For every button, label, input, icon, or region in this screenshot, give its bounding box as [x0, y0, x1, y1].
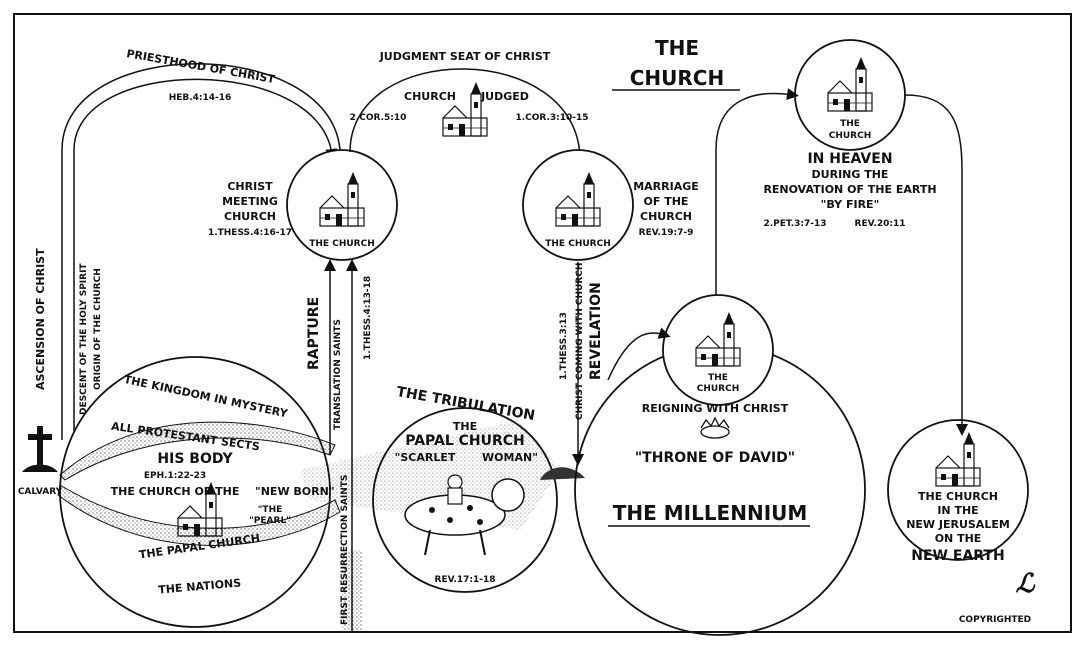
thess4-label: 1.THESS.4:13-18	[363, 276, 373, 360]
trib-the: THE	[453, 420, 477, 433]
christ-meeting-2: MEETING	[222, 195, 278, 208]
the-pearl-2: "PEARL"	[249, 516, 291, 526]
nj-church-icon	[935, 431, 981, 487]
copyrighted-label: COPYRIGHTED	[959, 615, 1031, 625]
in-heaven: IN HEAVEN	[807, 151, 892, 167]
nj-2: IN THE	[937, 504, 978, 517]
renovation: RENOVATION OF THE EARTH	[763, 183, 936, 196]
heaven-church-2: CHURCH	[829, 131, 872, 141]
church-of-the: THE CHURCH OF THE	[111, 485, 240, 498]
tribulation-circle	[372, 407, 558, 593]
reigning-label: REIGNING WITH CHRIST	[642, 402, 789, 415]
mill-the: THE	[708, 373, 728, 383]
new-born: "NEW BORN"	[255, 485, 335, 498]
woman-label: WOMAN"	[482, 451, 538, 464]
cross-icon	[37, 426, 43, 466]
marriage-2: OF THE	[644, 195, 689, 208]
protestant-band	[59, 421, 336, 481]
papal-band	[57, 484, 341, 546]
ascension-label: ASCENSION OF CHRIST	[34, 248, 47, 390]
during-the: DURING THE	[812, 168, 889, 181]
frame	[13, 13, 1072, 633]
church-judged-2: JUDGED	[480, 90, 529, 103]
marriage-3: CHURCH	[640, 210, 692, 223]
eph-ref: EPH.1:22-23	[144, 471, 206, 481]
new-jerusalem-circle	[887, 419, 1029, 561]
translation-label: TRANSLATION SAINTS	[333, 319, 343, 430]
descent-arrow	[73, 78, 338, 455]
christ-meeting-1: CHRIST	[227, 180, 273, 193]
christ-meeting-3: CHURCH	[224, 210, 276, 223]
nj-1: THE CHURCH	[918, 490, 998, 503]
to-new-earth-arrow	[904, 94, 968, 436]
beast-icon	[404, 474, 525, 556]
resurrection-label: FIRST RESURRECTION SAINTS	[340, 475, 350, 625]
scarlet-label: "SCARLET	[395, 451, 456, 464]
priesthood-label: PRIESTHOOD OF CHRIST	[125, 47, 276, 86]
to-heaven-arrow	[715, 88, 799, 295]
judged-ref-left: 2.COR.5:10	[350, 113, 407, 123]
nj-3: NEW JERUSALEM	[906, 518, 1010, 531]
revelation-label: REVELATION	[588, 282, 604, 380]
title-line1: THE	[655, 36, 699, 60]
mill-church: CHURCH	[697, 384, 740, 394]
marriage-circle	[522, 149, 634, 261]
priesthood-arc	[61, 63, 341, 440]
rev17-label: REV.17:1-18	[435, 575, 496, 585]
heaven-ref-1: 2.PET.3:7-13	[764, 219, 827, 229]
thess3-label: 1.THESS.3:13	[559, 312, 569, 380]
hill-icon	[22, 464, 58, 472]
tribulation-label: THE TRIBULATION	[395, 384, 536, 424]
millennium-label: THE MILLENNIUM	[613, 501, 808, 525]
by-fire: "BY FIRE"	[821, 198, 880, 211]
origin-label: ORIGIN OF THE CHURCH	[93, 268, 103, 390]
christ-meeting-circle	[286, 149, 398, 261]
christ-coming-label: CHRIST COMING WITH CHURCH	[575, 263, 585, 420]
to-reign-arrow	[607, 327, 671, 381]
rapture-label: RAPTURE	[306, 297, 322, 370]
marriage-ref: REV.19:7-9	[639, 228, 694, 238]
church-label-2: THE CHURCH	[545, 239, 610, 249]
heaven-ref-2: REV.20:11	[855, 219, 906, 229]
his-body: HIS BODY	[157, 451, 233, 467]
descent-label: DESCENT OF THE HOLY SPIRIT	[79, 263, 89, 415]
monogram-icon: ℒ	[1016, 569, 1036, 599]
the-pearl-1: "THE	[258, 505, 283, 515]
judged-ref-right: 1.COR.3:10-15	[515, 113, 588, 123]
church-label-1: THE CHURCH	[309, 239, 374, 249]
throne-label: "THRONE OF DAVID"	[635, 450, 795, 466]
priesthood-ref: HEB.4:14-16	[169, 93, 232, 103]
resurrection-dots	[342, 550, 362, 632]
cross-beam	[28, 434, 52, 440]
papal-church-label: PAPAL CHURCH	[405, 433, 525, 449]
christ-meeting-ref: 1.THESS.4:16-17	[208, 228, 292, 238]
title-line2: CHURCH	[630, 66, 724, 90]
calvary-label: CALVARY	[18, 487, 63, 497]
marriage-1: MARRIAGE	[633, 180, 699, 193]
judgment-arc	[349, 68, 586, 166]
church-judged-1: CHURCH	[404, 90, 456, 103]
reigning-church-circle	[662, 294, 774, 406]
heaven-church-1: THE	[840, 119, 860, 129]
cloud-icon	[540, 467, 585, 480]
judgment-seat-label: JUDGMENT SEAT OF CHRIST	[379, 50, 551, 63]
crown-icon	[700, 416, 730, 439]
nj-4: ON THE	[935, 532, 982, 545]
nj-5: NEW EARTH	[911, 548, 1004, 564]
